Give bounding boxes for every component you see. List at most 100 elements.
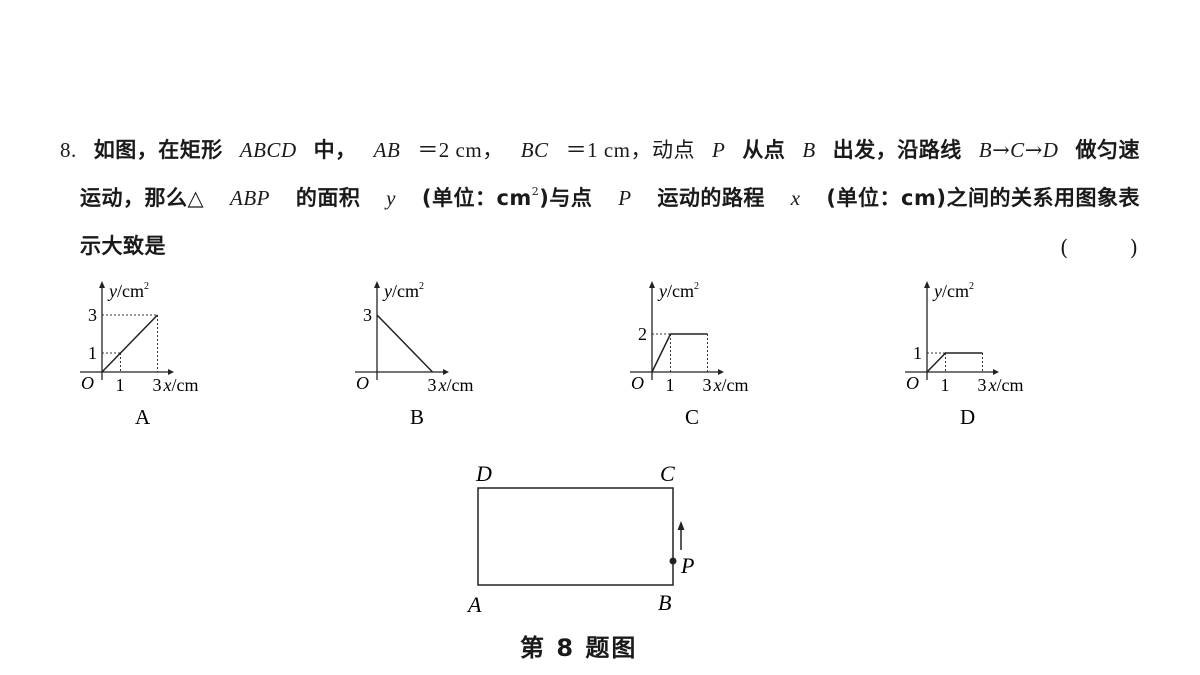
segment-bc: BC: [520, 138, 549, 162]
y-axis-arrow-icon: [649, 281, 655, 288]
series-line: [926, 352, 983, 373]
x-tick-label: 1: [116, 375, 125, 395]
x-axis-label: x/cm: [163, 375, 199, 395]
y-tick-label: 3: [363, 305, 372, 325]
route-c: C: [1010, 138, 1025, 162]
figure-caption: 第 8 题图: [520, 634, 638, 662]
question-line-1: 8. 如图，在矩形 ABCD 中， AB ＝2 cm， BC ＝1 cm，动点 …: [60, 140, 1140, 161]
origin-label: O: [906, 373, 919, 393]
x-axis-arrow-icon: [443, 369, 449, 375]
x-axis-unit: /cm: [997, 375, 1024, 395]
q1-text-5: 做匀速: [1075, 138, 1140, 162]
y-axis-unit: /cm: [667, 281, 694, 301]
origin-label: O: [631, 373, 644, 393]
q1-text-2: 中，: [313, 138, 357, 162]
y-axis-label: y/cm2: [657, 281, 699, 301]
y-axis-unit: /cm: [392, 281, 419, 301]
y-axis-label: y/cm2: [932, 281, 974, 301]
option-label-d: D: [960, 405, 975, 429]
unit-sup: 2: [531, 185, 540, 198]
origin-label: O: [356, 373, 369, 393]
option-label-a: A: [135, 405, 151, 429]
ab-value: ＝2 cm，: [417, 138, 504, 162]
route: B→C→D: [979, 140, 1059, 161]
vertex-c: C: [660, 461, 675, 486]
var-x: x: [790, 186, 801, 210]
y-axis-var: y: [107, 281, 117, 301]
segment-ab: AB: [373, 138, 401, 162]
y-axis-arrow-icon: [374, 281, 380, 288]
x-axis-arrow-icon: [168, 369, 174, 375]
rectangle-figure: D C A B P: [460, 455, 720, 617]
q2-text-6: (单位：cm)之间的关系用图象表: [826, 186, 1140, 210]
triangle-name: ABP: [230, 186, 270, 210]
arrow-right-icon: →: [992, 138, 1011, 162]
x-axis-var: x: [713, 375, 722, 395]
x-axis-label: x/cm: [438, 375, 474, 395]
y-axis-unit-sup: 2: [144, 281, 149, 292]
y-axis-unit: /cm: [117, 281, 144, 301]
x-axis-var: x: [988, 375, 997, 395]
y-axis-label: y/cm2: [107, 281, 149, 301]
x-tick-label: 3: [153, 375, 162, 395]
point-p-ref: P: [712, 138, 726, 162]
point-p-ref-2: P: [618, 186, 632, 210]
x-tick-label: 3: [978, 375, 987, 395]
x-axis-arrow-icon: [718, 369, 724, 375]
q2-text-5: 运动的路程: [657, 186, 765, 210]
point-p-label: P: [680, 553, 694, 578]
route-d: D: [1042, 138, 1059, 162]
x-tick-label: 3: [703, 375, 712, 395]
q2-text-2: 的面积: [295, 186, 361, 210]
y-axis-var: y: [657, 281, 667, 301]
paren-open: (: [1060, 236, 1069, 260]
arrow-up-icon: [677, 521, 685, 530]
paren-close: ): [1129, 236, 1138, 260]
route-b: B: [978, 138, 993, 162]
origin-label: O: [81, 373, 94, 393]
x-axis-unit: /cm: [172, 375, 199, 395]
q1-text-4: 出发，沿路线: [832, 138, 962, 162]
rect-name: ABCD: [239, 138, 297, 162]
q1-text-1: 如图，在矩形: [93, 138, 223, 162]
var-y: y: [386, 186, 396, 210]
option-label-c: C: [685, 405, 699, 429]
vertex-d: D: [475, 461, 492, 486]
x-tick-label: 1: [941, 375, 950, 395]
y-axis-arrow-icon: [924, 281, 930, 288]
bc-value: ＝1 cm，动点: [565, 138, 695, 162]
vertex-b: B: [658, 590, 671, 615]
question-line-3: 示大致是: [80, 234, 166, 258]
x-axis-unit: /cm: [447, 375, 474, 395]
y-axis-unit-sup: 2: [694, 281, 699, 292]
point-b-ref: B: [802, 138, 816, 162]
y-axis-var: y: [382, 281, 392, 301]
x-axis-label: x/cm: [988, 375, 1024, 395]
y-tick-label: 3: [88, 305, 97, 325]
point-p-dot: [669, 557, 677, 565]
answer-bracket[interactable]: ( ): [1060, 236, 1138, 260]
option-label-b: B: [410, 405, 424, 429]
q2-text-4: )与点: [539, 186, 593, 210]
unit-area: (单位：cm2)与点: [422, 185, 593, 210]
q2-text-1: 运动，那么△: [80, 186, 205, 210]
y-axis-unit: /cm: [942, 281, 969, 301]
series-line: [651, 333, 708, 373]
y-axis-unit-sup: 2: [419, 281, 424, 292]
y-axis-label: y/cm2: [382, 281, 424, 301]
y-axis-arrow-icon: [99, 281, 105, 288]
series-line: [101, 314, 159, 373]
y-tick-label: 2: [638, 324, 647, 344]
x-tick-label: 3: [428, 375, 437, 395]
question-line-2: 运动，那么△ ABP 的面积 y (单位：cm2)与点 P 运动的路程 x (单…: [80, 185, 1140, 210]
series-line: [376, 314, 434, 373]
rectangle-abcd: [477, 487, 674, 586]
y-axis-unit-sup: 2: [969, 281, 974, 292]
